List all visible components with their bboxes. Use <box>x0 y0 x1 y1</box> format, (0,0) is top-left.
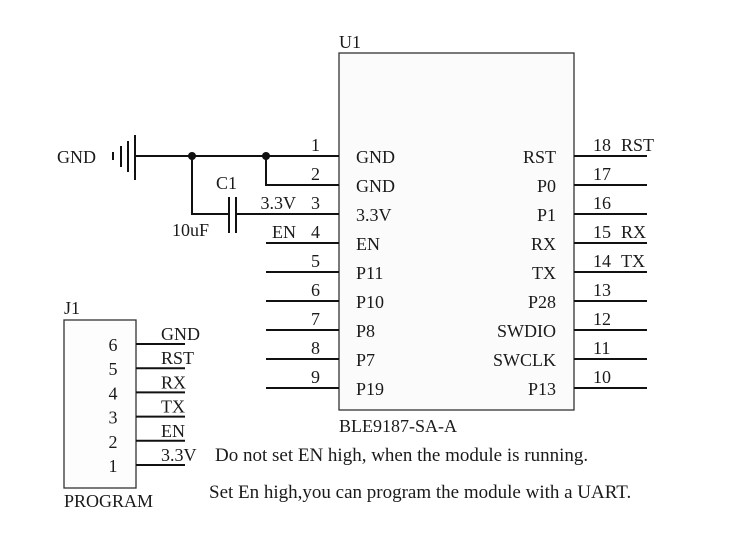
pin-number: 1 <box>109 456 118 476</box>
gnd-pin2-wire <box>265 156 339 186</box>
pin-name: TX <box>532 263 556 283</box>
pin-number: 9 <box>311 367 320 387</box>
u1-right-pins: 18RSTRST17P016P115RXRX14TXTX13P2812SWDIO… <box>493 135 654 399</box>
c1-value: 10uF <box>172 220 209 240</box>
j1-body <box>63 319 137 489</box>
pin-number: 5 <box>311 251 320 271</box>
pin-name: 3.3V <box>356 205 392 225</box>
pin-number: 2 <box>109 432 118 452</box>
u1-pin-7: 7P8 <box>266 309 375 341</box>
c1-ref: C1 <box>216 173 237 193</box>
pin-name: RX <box>531 234 556 254</box>
pin-number: 12 <box>593 309 611 329</box>
pin-number: 18 <box>593 135 611 155</box>
j1-pin-1: 1 3.3V <box>109 445 197 476</box>
pin-name: GND <box>356 176 395 196</box>
pin-number: 4 <box>109 383 118 403</box>
u1-body <box>338 52 575 411</box>
pin-number: 13 <box>593 280 611 300</box>
pin-number: 4 <box>311 222 320 242</box>
net-label: EN <box>272 222 296 242</box>
pin-number: 6 <box>311 280 320 300</box>
u1-part-number: BLE9187-SA-A <box>339 416 457 436</box>
net-label: RX <box>161 372 186 392</box>
pin-name: P28 <box>528 292 556 312</box>
pin-name: P1 <box>537 205 556 225</box>
pin-number: 14 <box>593 251 611 271</box>
net-label: RST <box>621 135 654 155</box>
u1-ref: U1 <box>339 32 361 52</box>
j1-pin-3: 3 TX <box>109 397 185 428</box>
net-label: RST <box>161 348 194 368</box>
pin-number: 1 <box>311 135 320 155</box>
net-label: 3.3V <box>161 445 197 465</box>
net-label: GND <box>161 324 200 344</box>
pin-name: P7 <box>356 350 375 370</box>
pin-name: P0 <box>537 176 556 196</box>
pin-number: 3 <box>311 193 320 213</box>
pin-name: P13 <box>528 379 556 399</box>
pin-number: 17 <box>593 164 611 184</box>
capacitor-icon <box>228 197 237 233</box>
j1-pin-5: 5 RST <box>109 348 195 379</box>
pin-name: P11 <box>356 263 383 283</box>
pin-number: 5 <box>109 359 118 379</box>
j1-pins: 6 GND 5 RST 4 RX 3 TX 2 EN 1 3.3V <box>109 324 201 476</box>
ground-icon <box>112 135 136 180</box>
pin-name: GND <box>356 147 395 167</box>
net-label: EN <box>161 421 185 441</box>
pin-number: 6 <box>109 335 118 355</box>
net-label: TX <box>161 397 185 417</box>
c1-gnd-wire <box>191 156 229 215</box>
pin-number: 11 <box>593 338 610 358</box>
pin-number: 2 <box>311 164 320 184</box>
net-label: TX <box>621 251 645 271</box>
note-uart-program: Set En high,you can program the module w… <box>209 482 631 503</box>
pin-name: P8 <box>356 321 375 341</box>
pin-name: SWCLK <box>493 350 556 370</box>
j1-name: PROGRAM <box>64 491 153 511</box>
note-en-running: Do not set EN high, when the module is r… <box>215 445 588 466</box>
u1-pin-8: 8P7 <box>266 338 375 370</box>
j1-ref: J1 <box>64 298 80 318</box>
u1-pin-3: 3 3.3V 3.3V <box>261 193 392 225</box>
j1-pin-2: 2 EN <box>109 421 185 452</box>
net-label: 3.3V <box>261 193 297 213</box>
pin-name: P10 <box>356 292 384 312</box>
j1-pin-4: 4 RX <box>109 372 187 403</box>
pin-number: 16 <box>593 193 611 213</box>
pin-number: 7 <box>311 309 320 329</box>
pin-number: 3 <box>109 408 118 428</box>
pin-number: 10 <box>593 367 611 387</box>
pin-name: RST <box>523 147 556 167</box>
pin-name: SWDIO <box>497 321 556 341</box>
pin-number: 15 <box>593 222 611 242</box>
pin-name: EN <box>356 234 380 254</box>
j1-pin-6: 6 GND <box>109 324 201 355</box>
net-label: RX <box>621 222 646 242</box>
pin-name: P19 <box>356 379 384 399</box>
pin-number: 8 <box>311 338 320 358</box>
gnd-label: GND <box>57 147 96 167</box>
